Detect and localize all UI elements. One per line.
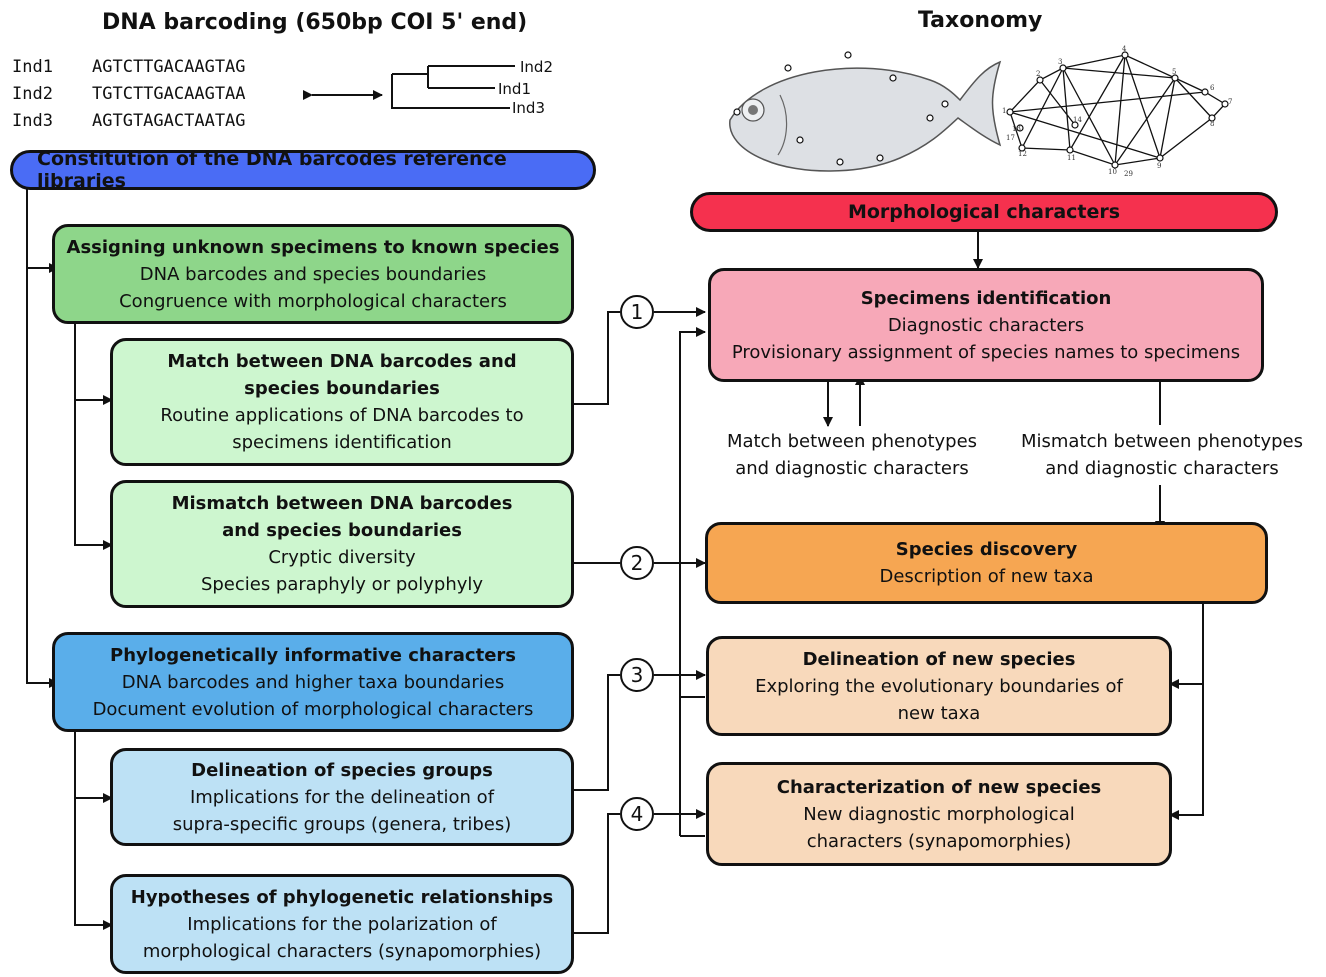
step-circle-2: 2 xyxy=(620,546,654,580)
dna-barcoding-header: DNA barcoding (650bp COI 5' end) xyxy=(102,10,528,35)
step-circle-4: 4 xyxy=(620,797,654,831)
svg-text:14: 14 xyxy=(1073,116,1082,124)
tree-label: Ind3 xyxy=(512,99,545,117)
svg-text:8: 8 xyxy=(1210,120,1214,128)
svg-text:7: 7 xyxy=(1228,98,1232,106)
svg-text:4: 4 xyxy=(1122,45,1127,53)
svg-text:17: 17 xyxy=(1006,134,1015,142)
svg-text:1: 1 xyxy=(1002,107,1006,115)
phylogenetic-hypotheses-box: Hypotheses of phylogenetic relationships… xyxy=(110,874,574,974)
svg-text:11: 11 xyxy=(1067,154,1076,162)
reference-libraries-box: Constitution of the DNA barcodes referen… xyxy=(10,148,596,192)
svg-text:10: 10 xyxy=(1108,168,1117,176)
tree-label: Ind1 xyxy=(498,80,531,98)
svg-text:12: 12 xyxy=(1018,150,1027,158)
tree-label: Ind2 xyxy=(520,58,553,76)
svg-text:2: 2 xyxy=(1036,70,1040,78)
svg-text:9: 9 xyxy=(1157,162,1161,170)
morphological-characters-box: Morphological characters xyxy=(690,192,1278,232)
landmark-network xyxy=(1009,54,1227,166)
svg-text:13: 13 xyxy=(1012,125,1021,133)
assign-specimens-box: Assigning unknown specimens to known spe… xyxy=(52,224,574,324)
step-circle-1: 1 xyxy=(620,295,654,329)
step-circle-3: 3 xyxy=(620,658,654,692)
svg-text:29: 29 xyxy=(1124,170,1133,178)
taxonomy-header: Taxonomy xyxy=(918,8,1043,33)
svg-text:3: 3 xyxy=(1058,58,1062,66)
svg-text:6: 6 xyxy=(1210,84,1215,92)
svg-text:5: 5 xyxy=(1172,68,1176,76)
